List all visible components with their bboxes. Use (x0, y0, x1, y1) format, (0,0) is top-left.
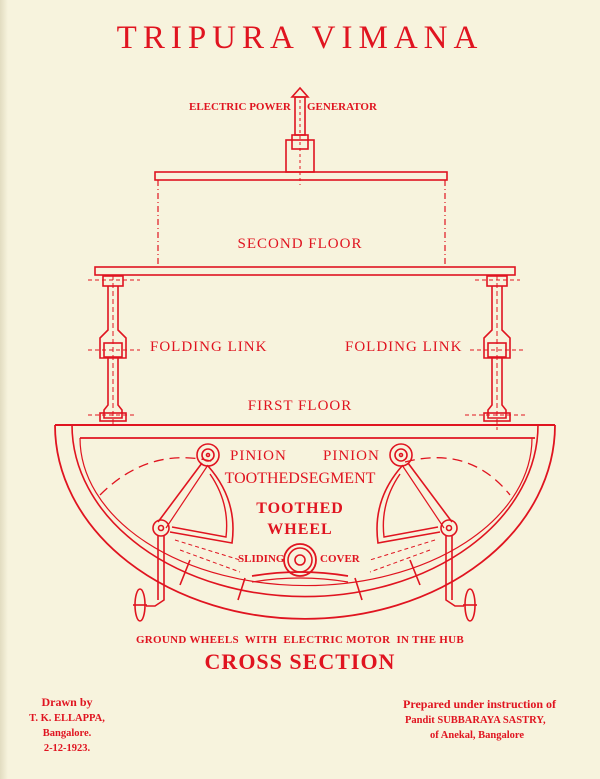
section-title: CROSS SECTION (204, 649, 396, 674)
label-generator: GENERATOR (307, 101, 377, 113)
label-folding-link-left: FOLDING LINK (150, 339, 268, 355)
page-title: TRIPURA VIMANA (116, 20, 484, 56)
credit-instructor-place: of Anekal, Bangalore (430, 730, 525, 741)
credit-drafter-city: Bangalore. (42, 728, 92, 739)
label-ground-wheels: GROUND WHEELS WITH ELECTRIC MOTOR IN THE… (135, 634, 465, 646)
label-folding-link-right: FOLDING LINK (345, 339, 463, 355)
label-first-floor: FIRST FLOOR (247, 398, 353, 414)
label-pinion-left: PINION (230, 448, 287, 464)
folding-link-right (465, 275, 525, 430)
label-sliding: SLIDING (238, 553, 285, 565)
paper-edge-shadow (0, 0, 8, 779)
label-toothed-wheel-line2: WHEEL (267, 521, 333, 538)
credit-drafter: T. K. ELLAPPA, (29, 713, 105, 724)
label-second-floor: SECOND FLOOR (237, 236, 363, 252)
folding-link-left (88, 275, 140, 425)
second-floor-roof (154, 171, 448, 181)
label-electric-power: ELECTRIC POWER (189, 101, 291, 113)
second-floor-base-slab (94, 266, 516, 276)
label-cover: COVER (320, 553, 360, 565)
toothed-segment-right (369, 443, 477, 622)
toothed-segment-left (133, 443, 241, 622)
credit-instructor: Pandit SUBBARAYA SASTRY, (405, 715, 546, 726)
credit-prepared: Prepared under instruction of (403, 697, 557, 711)
credit-date: 2-12-1923. (43, 743, 91, 754)
label-pinion-right: PINION (323, 448, 380, 464)
credit-drawn-by: Drawn by (41, 695, 93, 709)
label-toothed-segment: TOOTHEDSEGMENT (224, 470, 376, 487)
toothed-wheel (283, 543, 317, 577)
label-toothed-wheel-line1: TOOTHED (256, 500, 344, 517)
